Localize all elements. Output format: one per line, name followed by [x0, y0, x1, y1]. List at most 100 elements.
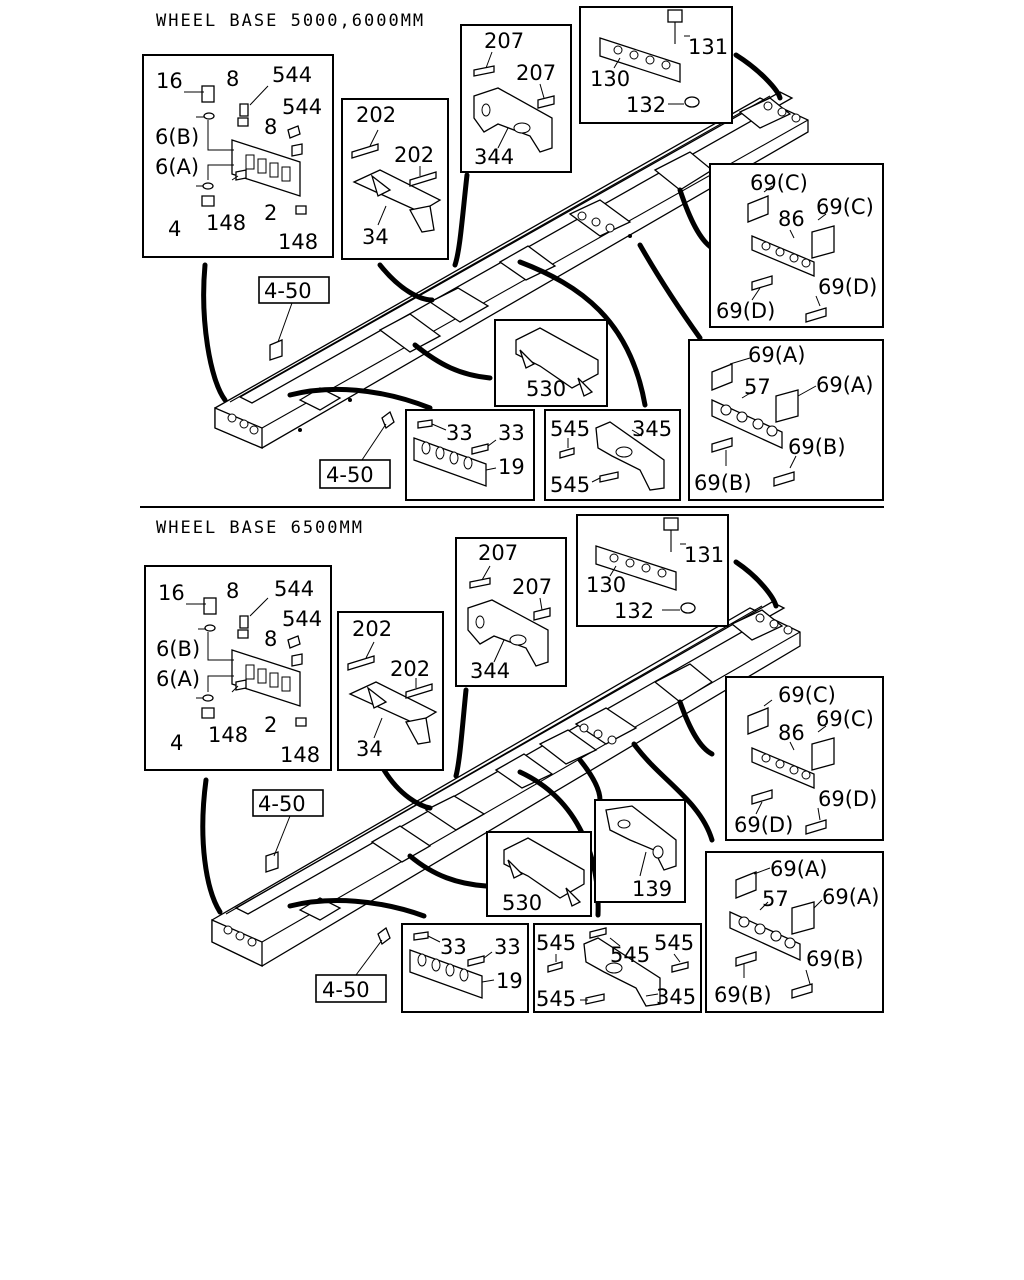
reference-label: 4-50	[322, 978, 370, 1002]
callout-label: 69(A)	[748, 343, 805, 367]
callout-label: 69(A)	[770, 857, 827, 881]
leader-arc	[287, 386, 433, 411]
callout-box-crossmember-530: 530	[494, 319, 608, 407]
section-heading: WHEEL BASE 5000,6000MM	[156, 11, 425, 31]
callout-label: 545	[536, 987, 576, 1011]
callout-box-crossmember-345: 545 545 545 545 345	[533, 923, 702, 1013]
callout-label: 6(B)	[155, 125, 199, 149]
callout-label: 2	[264, 201, 277, 225]
leader-arc	[412, 342, 493, 381]
callout-label: 33	[440, 935, 467, 959]
leader-arc	[677, 699, 715, 757]
callout-label: 4	[170, 731, 183, 755]
callout-label: 57	[744, 375, 771, 399]
reference-box-4-50[interactable]: 4-50	[258, 276, 330, 343]
section-heading: WHEEL BASE 6500MM	[156, 518, 364, 538]
callout-label: 148	[280, 743, 320, 767]
callout-label: 207	[484, 29, 524, 53]
callout-box-crossmember-139: 139	[594, 799, 686, 903]
leader-arc	[201, 262, 228, 403]
callout-label: 545	[654, 931, 694, 955]
callout-label: 19	[496, 969, 523, 993]
callout-box-rear-crossmember: 131 130 132	[579, 6, 733, 124]
callout-label: 545	[610, 943, 650, 967]
callout-label: 57	[762, 887, 789, 911]
leader-arc	[733, 52, 783, 101]
callout-label: 69(A)	[816, 373, 873, 397]
callout-label: 69(D)	[716, 299, 775, 323]
callout-label: 545	[550, 417, 590, 441]
callout-label: 34	[362, 225, 389, 249]
reference-box-4-50[interactable]: 4-50	[319, 423, 391, 489]
callout-box-crossmember-34: 202 202 34	[341, 98, 449, 260]
callout-label: 132	[614, 599, 654, 623]
section-wheel-base-5000-6000: WHEEL BASE 5000,6000MM	[142, 6, 884, 501]
callout-label: 344	[470, 659, 510, 683]
callout-label: 16	[156, 69, 183, 93]
callout-label: 69(B)	[806, 947, 864, 971]
callout-label: 6(A)	[155, 155, 199, 179]
callout-label: 33	[446, 421, 473, 445]
callout-label: 130	[590, 67, 630, 91]
callout-label: 19	[498, 455, 525, 479]
callout-label: 207	[516, 61, 556, 85]
leader-arc	[200, 777, 223, 915]
callout-label: 148	[208, 723, 248, 747]
leader-arc	[453, 687, 469, 779]
leader-arc	[517, 259, 648, 408]
callout-label: 202	[394, 143, 434, 167]
chassis-frame	[214, 91, 809, 449]
leader-arc	[287, 898, 427, 919]
callout-label: 69(B)	[714, 983, 772, 1007]
callout-label: 6(A)	[156, 667, 200, 691]
reference-label: 4-50	[258, 792, 306, 816]
callout-box-fasteners: 16 8 544 544 6(B) 8 6(A) 148 2 4 148	[142, 54, 334, 258]
callout-box-crossmember-57: 69(A) 57 69(A) 69(B) 69(B)	[705, 851, 884, 1013]
callout-label: 69(C)	[816, 195, 874, 219]
callout-label: 69(A)	[822, 885, 879, 909]
callout-box-crossmember-344: 207 207 344	[460, 24, 572, 173]
callout-label: 202	[390, 657, 430, 681]
leader-arc	[407, 853, 489, 889]
callout-label: 69(C)	[816, 707, 874, 731]
callout-box-crossmember-19: 33 33 19	[401, 923, 529, 1013]
callout-label: 544	[274, 577, 314, 601]
callout-label: 34	[356, 737, 383, 761]
callout-label: 6(B)	[156, 637, 200, 661]
callout-label: 33	[498, 421, 525, 445]
callout-label: 545	[550, 473, 590, 497]
callout-label: 544	[272, 63, 312, 87]
reference-box-4-50[interactable]: 4-50	[252, 789, 324, 857]
leader-arc	[381, 767, 433, 811]
reference-label: 4-50	[326, 463, 374, 487]
callout-label: 69(B)	[694, 471, 752, 495]
callout-box-crossmember-344: 207 207 344	[455, 537, 567, 687]
callout-label: 2	[264, 713, 277, 737]
callout-label: 345	[632, 417, 672, 441]
callout-label: 8	[264, 627, 277, 651]
callout-label: 86	[778, 721, 805, 745]
callout-label: 69(C)	[778, 683, 836, 707]
leader-arc	[637, 242, 703, 341]
callout-label: 530	[502, 891, 542, 915]
leader-arc	[452, 172, 470, 268]
leader-arc	[577, 757, 603, 803]
callout-label: 69(D)	[818, 787, 877, 811]
callout-label: 132	[626, 93, 666, 117]
callout-label: 202	[356, 103, 396, 127]
callout-label: 130	[586, 573, 626, 597]
chassis-frame	[211, 601, 801, 968]
leader-arc	[677, 187, 715, 251]
callout-box-crossmember-345: 545 345 545	[544, 409, 681, 501]
callout-label: 131	[684, 543, 724, 567]
leader-arc	[377, 262, 435, 303]
callout-label: 69(C)	[750, 171, 808, 195]
callout-label: 544	[282, 607, 322, 631]
callout-box-crossmember-34: 202 202 34	[337, 611, 444, 771]
reference-box-4-50[interactable]: 4-50	[315, 939, 387, 1003]
callout-label: 344	[474, 145, 514, 169]
callout-label: 8	[226, 579, 239, 603]
leader-arc	[631, 741, 715, 843]
callout-label: 207	[478, 541, 518, 565]
